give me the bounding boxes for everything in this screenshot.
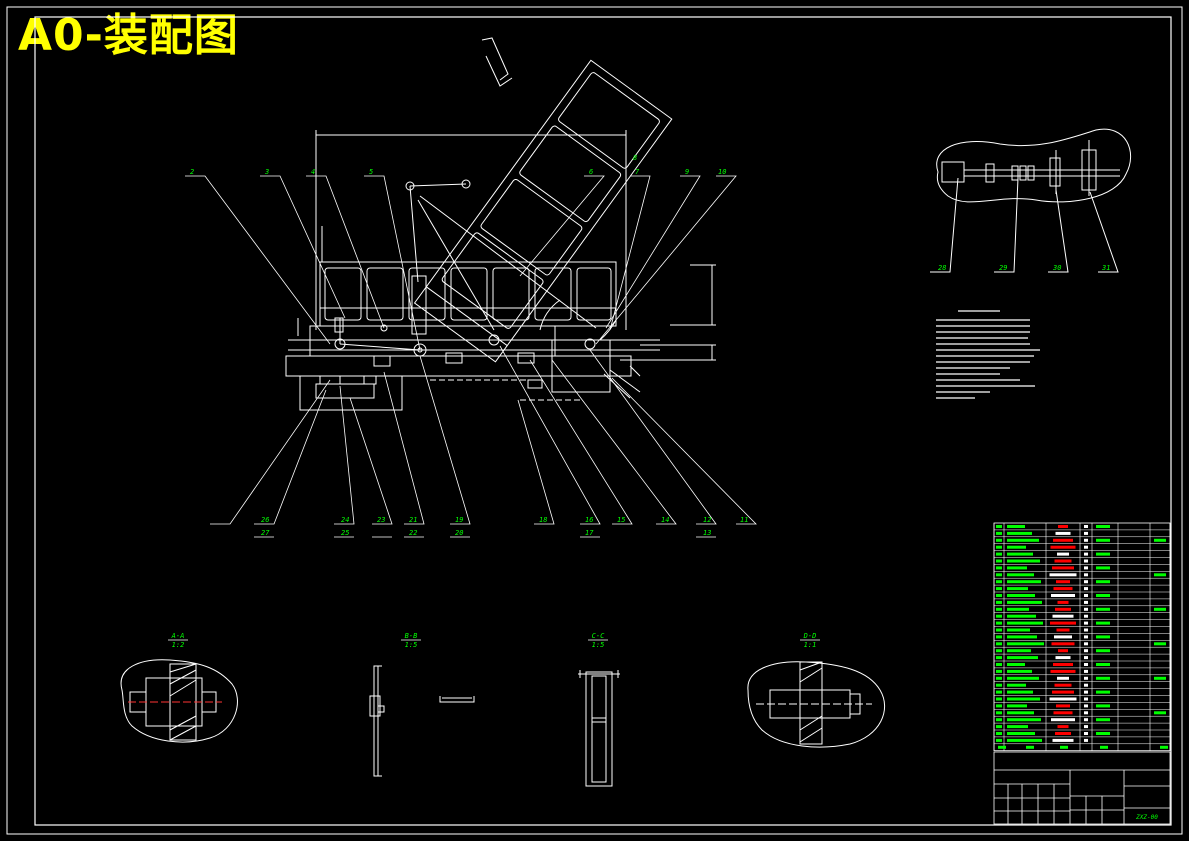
balloon-20: 20 — [455, 529, 463, 537]
balloon-15: 15 — [617, 516, 625, 524]
balloon-labels-detail: 28 29 30 31 — [938, 264, 1110, 272]
section-labels: A-A 1:2 B-B 1:5 C-C 1:5 D-D 1:1 — [171, 632, 817, 649]
balloon-13: 13 — [703, 529, 711, 537]
balloon-6: 6 — [589, 168, 593, 176]
section-view-d — [747, 661, 885, 748]
section-c-name: C-C — [592, 632, 605, 640]
drawing-code: ZXZ-00 — [1135, 814, 1158, 821]
inner-border — [34, 16, 1172, 826]
balloon-3: 3 — [264, 168, 269, 176]
balloon-11: 11 — [740, 516, 748, 524]
balloon-9: 9 — [685, 168, 689, 176]
balloon-16: 16 — [585, 516, 593, 524]
balloon-29: 29 — [999, 264, 1007, 272]
balloon-14: 14 — [661, 516, 669, 524]
balloon-27: 27 — [261, 529, 270, 537]
section-view-b — [369, 665, 475, 777]
section-a-name: A-A — [171, 632, 185, 640]
section-c-scale: 1:5 — [592, 641, 605, 649]
title-block — [993, 751, 1171, 825]
balloon-18: 18 — [539, 516, 547, 524]
balloon-31: 31 — [1101, 264, 1110, 272]
main-assembly-view — [285, 37, 716, 411]
balloon-24: 24 — [341, 516, 349, 524]
balloon-5: 5 — [369, 168, 373, 176]
section-a-scale: 1:2 — [172, 641, 185, 649]
section-view-a — [120, 659, 238, 743]
balloon-8: 8 — [633, 154, 637, 162]
balloon-19: 19 — [455, 516, 463, 524]
section-b-name: B-B — [405, 632, 418, 640]
section-view-c — [578, 670, 620, 787]
balloon-23: 23 — [377, 516, 385, 524]
balloon-17: 17 — [585, 529, 594, 537]
section-d-scale: 1:1 — [804, 641, 817, 649]
balloon-22: 22 — [409, 529, 417, 537]
leader-lines-main — [185, 175, 757, 538]
balloon-2: 2 — [190, 168, 194, 176]
balloon-26: 26 — [261, 516, 269, 524]
detail-view-top-right — [930, 128, 1131, 273]
technical-notes — [936, 310, 1040, 399]
balloon-4: 4 — [311, 168, 315, 176]
balloon-25: 25 — [341, 529, 349, 537]
bill-of-materials — [993, 522, 1171, 752]
balloon-28: 28 — [938, 264, 946, 272]
balloon-12: 12 — [703, 516, 711, 524]
outer-border — [6, 6, 1183, 835]
balloon-7: 7 — [635, 168, 640, 176]
balloon-10: 10 — [718, 168, 726, 176]
section-b-scale: 1:5 — [405, 641, 418, 649]
balloon-30: 30 — [1052, 264, 1061, 272]
drawing-title: A0-装配图 — [18, 10, 239, 61]
balloon-labels-main: 2 3 4 5 6 7 8 9 10 11 12 13 14 15 16 17 … — [190, 154, 748, 537]
balloon-21: 21 — [409, 516, 417, 524]
section-d-name: D-D — [803, 632, 817, 640]
